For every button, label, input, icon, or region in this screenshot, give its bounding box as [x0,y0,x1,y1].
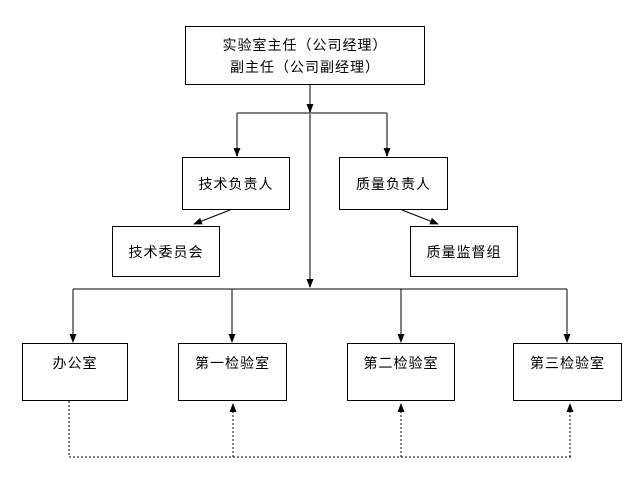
node-director-label-line1: 实验室主任（公司经理） [222,36,388,53]
node-tech-leader: 技术负责人 [182,157,290,210]
node-quality-leader-label: 质量负责人 [356,175,431,192]
node-lab1-label: 第一检验室 [195,355,270,371]
node-lab1: 第一检验室 [178,343,287,401]
node-office: 办公室 [22,343,128,401]
node-office-label: 办公室 [52,355,98,371]
edge-to-quality-supervision [401,209,439,225]
node-lab2-label: 第二检验室 [363,355,439,371]
node-lab3-label: 第三检验室 [530,355,605,371]
node-director-label-line2: 副主任（公司副经理） [230,58,380,75]
node-tech-committee: 技术委员会 [112,226,220,277]
node-director: 实验室主任（公司经理） 副主任（公司副经理） [185,26,425,85]
node-quality-supervision: 质量监督组 [410,226,518,277]
edge-to-tech-committee [193,209,231,225]
node-lab2: 第二检验室 [347,343,455,401]
node-tech-committee-label: 技术委员会 [128,243,204,260]
node-lab3: 第三检验室 [513,343,622,401]
node-quality-leader: 质量负责人 [339,157,448,210]
node-tech-leader-label: 技术负责人 [198,175,274,192]
node-quality-supervision-label: 质量监督组 [426,243,502,260]
